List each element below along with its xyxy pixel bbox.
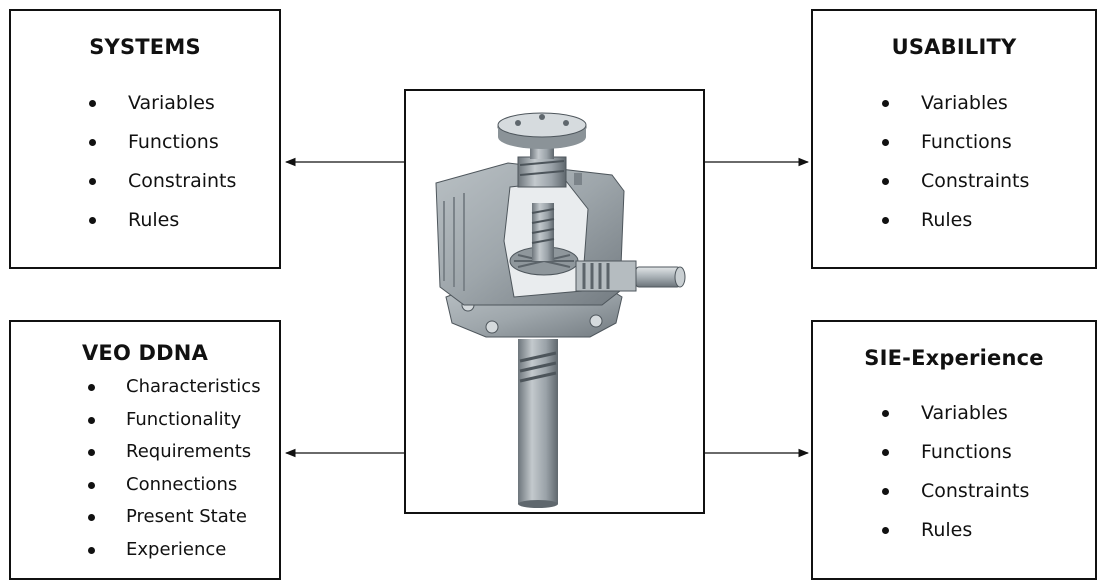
- grease-fitting: [574, 173, 582, 185]
- bullet-icon: [88, 546, 95, 554]
- bullet-icon: [882, 410, 889, 417]
- bullet-icon: [88, 416, 95, 424]
- lower-tube-end: [518, 500, 558, 508]
- list-item: Present State: [85, 501, 261, 534]
- list-item: Variables: [879, 84, 1029, 123]
- screw-jack-gearbox-icon: [435, 112, 686, 508]
- systems-box: SYSTEMS Variables Functions Constraints …: [9, 9, 281, 269]
- bullet-icon: [882, 178, 889, 185]
- list-item: Requirements: [85, 436, 261, 469]
- inner-thread: [531, 208, 555, 244]
- sie-experience-list: Variables Functions Constraints Rules: [879, 394, 1029, 550]
- plate-hole: [563, 120, 569, 126]
- list-item: Connections: [85, 469, 261, 502]
- worm-thread: [582, 263, 610, 289]
- worm-shaft-housing: [575, 260, 637, 292]
- bullet-icon: [88, 481, 95, 489]
- bullet-icon: [882, 100, 889, 107]
- veo-ddna-box: VEO DDNA Characteristics Functionality R…: [9, 320, 281, 580]
- sie-experience-box: SIE-Experience Variables Functions Const…: [811, 320, 1097, 580]
- list-item: Constraints: [86, 162, 236, 201]
- bullet-icon: [882, 449, 889, 456]
- bullet-icon: [89, 139, 96, 146]
- bullet-icon: [882, 139, 889, 146]
- top-plate-face: [497, 112, 587, 138]
- list-item: Characteristics: [85, 371, 261, 404]
- sie-experience-title: SIE-Experience: [864, 346, 1044, 370]
- list-item: Functions: [86, 123, 236, 162]
- list-item: Functions: [879, 433, 1029, 472]
- list-item: Constraints: [879, 162, 1029, 201]
- input-shaft-end: [674, 266, 686, 288]
- veo-ddna-title: VEO DDNA: [81, 341, 209, 365]
- housing-ribs: [443, 193, 465, 291]
- flange-bolt: [589, 314, 603, 328]
- list-item: Rules: [86, 201, 236, 240]
- systems-list: Variables Functions Constraints Rules: [86, 84, 236, 240]
- veo-ddna-list: Characteristics Functionality Requiremen…: [85, 371, 261, 566]
- bullet-icon: [882, 217, 889, 224]
- plate-hole: [515, 120, 521, 126]
- bullet-icon: [882, 488, 889, 495]
- bullet-icon: [88, 384, 95, 391]
- bullet-icon: [882, 527, 889, 534]
- plate-hole: [539, 114, 545, 120]
- systems-title: SYSTEMS: [89, 35, 201, 59]
- bullet-icon: [89, 100, 96, 107]
- list-item: Variables: [86, 84, 236, 123]
- top-thread: [519, 160, 565, 176]
- tube-thread: [519, 351, 557, 383]
- flange-bolt: [485, 320, 499, 334]
- list-item: Functionality: [85, 404, 261, 437]
- bullet-icon: [88, 449, 95, 456]
- bullet-icon: [88, 514, 95, 521]
- list-item: Rules: [879, 511, 1029, 550]
- usability-title: USABILITY: [891, 35, 1017, 59]
- usability-list: Variables Functions Constraints Rules: [879, 84, 1029, 240]
- bullet-icon: [89, 178, 96, 185]
- list-item: Constraints: [879, 472, 1029, 511]
- list-item: Variables: [879, 394, 1029, 433]
- list-item: Rules: [879, 201, 1029, 240]
- list-item: Experience: [85, 534, 261, 567]
- bullet-icon: [89, 217, 96, 224]
- center-image-frame: [404, 89, 705, 514]
- usability-box: USABILITY Variables Functions Constraint…: [811, 9, 1097, 269]
- list-item: Functions: [879, 123, 1029, 162]
